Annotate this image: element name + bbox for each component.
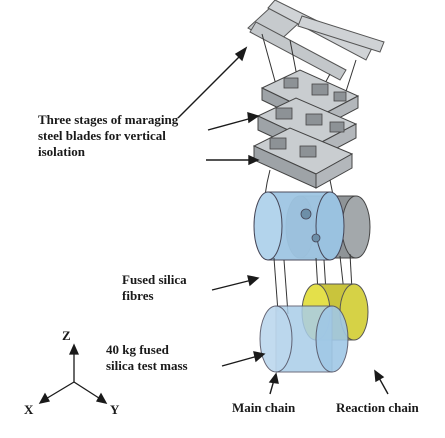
blades-label-line-3: isolation <box>38 144 85 159</box>
blade-stage-3 <box>252 127 354 189</box>
y-axis-label: Y <box>110 402 120 417</box>
coordinate-axes <box>38 343 108 404</box>
fibres-label-line-2: fibres <box>122 288 154 303</box>
test-mass <box>259 305 349 373</box>
annotation-arrows <box>177 46 389 395</box>
x-axis <box>43 381 75 401</box>
y-axis <box>73 381 103 401</box>
top-suspension-plates <box>247 0 385 81</box>
fibres-label-line-1: Fused silica <box>122 272 187 287</box>
x-axis-label: X <box>24 402 34 417</box>
test-mass-label-line-1: 40 kg fused <box>106 342 169 357</box>
reaction-chain-label: Reaction chain <box>336 400 419 415</box>
blades-label-line-1: Three stages of maraging <box>38 112 179 127</box>
test-mass-label-line-2: silica test mass <box>106 358 188 373</box>
blades-label-line-2: steel blades for vertical <box>38 128 166 143</box>
z-axis-label: Z <box>62 328 71 343</box>
main-chain-label: Main chain <box>232 400 296 415</box>
main-penultimate-mass <box>253 191 345 261</box>
